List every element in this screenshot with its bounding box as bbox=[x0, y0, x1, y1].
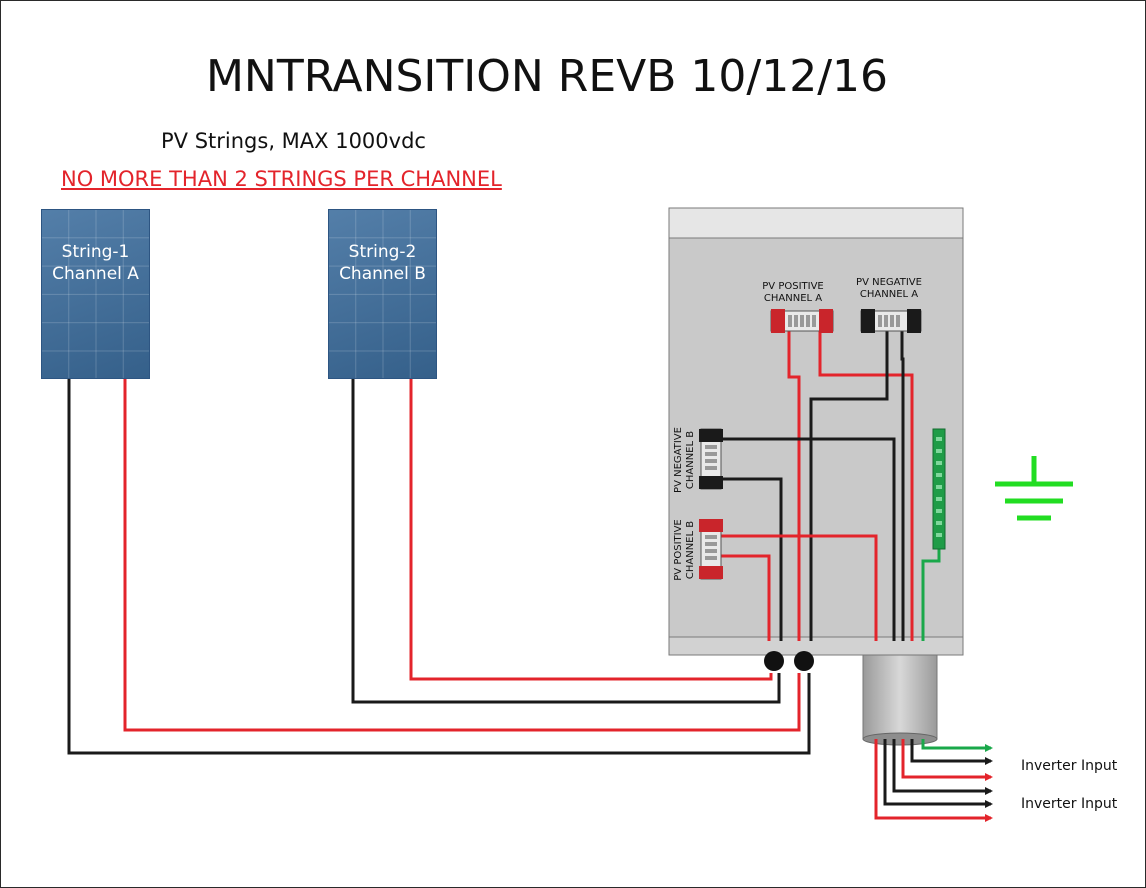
inverter-input-label-1: Inverter Input bbox=[1021, 758, 1118, 774]
pv-positive-channel-b-label-line2: CHANNEL B bbox=[685, 520, 696, 580]
ground-symbol-icon bbox=[995, 456, 1073, 521]
string1-negative-wire bbox=[67, 379, 811, 755]
string-limit-warning: NO MORE THAN 2 STRINGS PER CHANNEL bbox=[61, 167, 502, 191]
pv-positive-channel-b-label-line1: PV POSITIVE bbox=[673, 519, 684, 581]
output-conduit bbox=[862, 654, 938, 746]
enclosure-lid bbox=[668, 207, 964, 239]
ground-bus-bar bbox=[932, 428, 946, 550]
solar-panel-string-1: String-1 Channel A bbox=[41, 209, 150, 379]
pv-strings-spec: PV Strings, MAX 1000vdc bbox=[161, 129, 426, 153]
string-2-channel: Channel B bbox=[339, 264, 426, 284]
output-wiring bbox=[874, 739, 993, 822]
pv-negative-channel-a-label-line2: CHANNEL A bbox=[859, 289, 919, 300]
solar-panel-string-1-label: String-1 Channel A bbox=[41, 241, 150, 285]
internal-wiring bbox=[721, 331, 941, 641]
pv-negative-channel-a-label: PV NEGATIVE CHANNEL A bbox=[849, 277, 929, 301]
string2-positive-wire bbox=[409, 379, 773, 681]
string-1-channel: Channel A bbox=[52, 264, 139, 284]
terminal-block-pv-positive-channel-b bbox=[699, 519, 723, 580]
terminal-block-pv-positive-channel-a bbox=[770, 309, 834, 333]
solar-panel-string-2-label: String-2 Channel B bbox=[328, 241, 437, 285]
enclosure-bottom-flange bbox=[668, 636, 964, 656]
pv-negative-channel-b-label-line2: CHANNEL B bbox=[685, 430, 696, 490]
string-1-name: String-1 bbox=[61, 242, 130, 262]
string-2-name: String-2 bbox=[348, 242, 417, 262]
pv-positive-channel-a-label: PV POSITIVE CHANNEL A bbox=[753, 281, 833, 305]
string1-positive-wire bbox=[123, 379, 801, 732]
cable-gland-right bbox=[794, 651, 814, 671]
solar-panel-string-2: String-2 Channel B bbox=[328, 209, 437, 379]
diagram-title: MNTRANSITION REVB 10/12/16 bbox=[205, 51, 889, 102]
terminal-block-pv-negative-channel-b bbox=[699, 428, 723, 490]
cable-gland-left bbox=[764, 651, 784, 671]
pv-positive-channel-b-label: PV POSITIVE CHANNEL B bbox=[673, 510, 699, 590]
terminal-block-pv-negative-channel-a bbox=[860, 309, 922, 333]
pv-negative-channel-a-label-line1: PV NEGATIVE bbox=[856, 277, 922, 288]
pv-negative-channel-b-label: PV NEGATIVE CHANNEL B bbox=[673, 420, 699, 500]
pv-negative-channel-b-label-line1: PV NEGATIVE bbox=[673, 427, 684, 493]
string2-negative-wire bbox=[351, 379, 781, 704]
pv-positive-channel-a-label-line2: CHANNEL A bbox=[763, 293, 823, 304]
pv-positive-channel-a-label-line1: PV POSITIVE bbox=[762, 281, 824, 292]
inverter-input-label-2: Inverter Input bbox=[1021, 796, 1118, 812]
